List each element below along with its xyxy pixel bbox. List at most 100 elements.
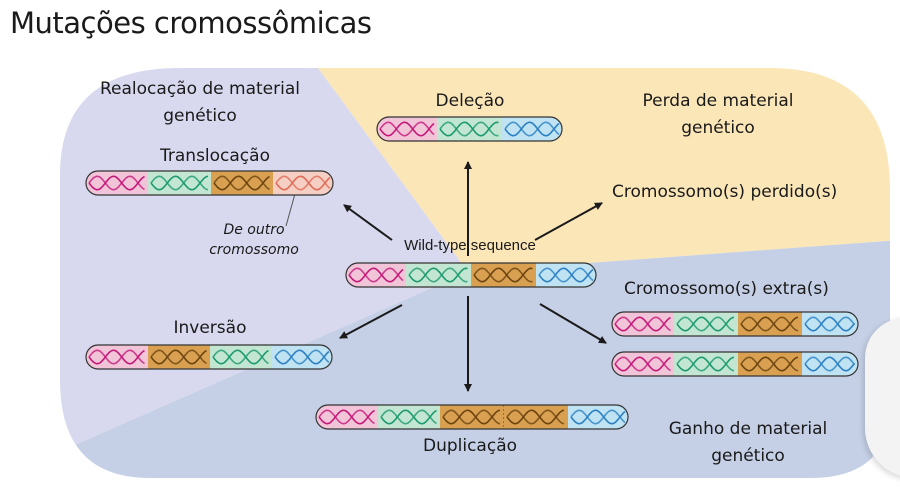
chromosome-wild-type xyxy=(345,262,597,288)
strand xyxy=(408,267,468,283)
strand xyxy=(88,349,145,365)
chromosome-extra-1 xyxy=(611,311,859,337)
label-ganho: Ganho de material genético xyxy=(668,419,828,466)
segment-b xyxy=(502,117,562,141)
strand xyxy=(676,356,735,372)
arrows xyxy=(285,161,607,392)
strand xyxy=(614,316,671,332)
label-delecao: Deleção xyxy=(435,91,505,111)
strand xyxy=(439,121,499,137)
segment-s xyxy=(273,171,333,195)
label-cromossomo-extra: Cromossomo(s) extra(s) xyxy=(624,279,829,299)
segment-g xyxy=(148,171,211,195)
strand xyxy=(212,349,269,365)
strand xyxy=(614,356,671,372)
strand xyxy=(570,409,626,425)
strand xyxy=(676,316,735,332)
segment-g xyxy=(406,263,471,287)
chromosome-delecao xyxy=(376,116,563,142)
segment-o xyxy=(504,405,568,429)
chromosomes xyxy=(85,116,859,430)
label-perda: Perda de material genético xyxy=(642,91,794,138)
label-realocacao: Realocação de material genético xyxy=(100,79,300,126)
segment-b xyxy=(802,312,858,336)
strand xyxy=(676,356,735,372)
segment-b xyxy=(802,352,858,376)
strand xyxy=(274,349,330,365)
strand xyxy=(570,409,626,425)
label-cromossomo-perdido: Cromossomo(s) perdido(s) xyxy=(612,182,838,202)
chromosome-extra-2 xyxy=(611,351,859,377)
strand xyxy=(442,409,501,425)
hand-overlay xyxy=(865,318,900,478)
strand xyxy=(538,267,594,283)
strand xyxy=(213,175,270,191)
strand xyxy=(379,121,435,137)
segment-p xyxy=(377,117,437,141)
strand xyxy=(348,267,404,283)
chromosome-inversao xyxy=(85,344,333,370)
strand xyxy=(212,349,269,365)
arrow-to-perdido xyxy=(534,202,603,241)
segment-o xyxy=(471,263,536,287)
strand xyxy=(275,175,331,191)
strand xyxy=(88,175,145,191)
region-perda xyxy=(268,68,890,272)
strand xyxy=(380,409,437,425)
strand xyxy=(504,121,560,137)
strand xyxy=(348,267,404,283)
chromosome-translocacao xyxy=(85,170,334,196)
strand xyxy=(804,316,856,332)
strand xyxy=(318,409,375,425)
strand xyxy=(88,349,145,365)
arrow-to-translocacao xyxy=(343,204,393,241)
strand xyxy=(504,121,560,137)
strand xyxy=(740,356,799,372)
segment-b xyxy=(568,405,628,429)
strand xyxy=(442,409,501,425)
strand xyxy=(614,356,671,372)
segment-o xyxy=(440,405,504,429)
segment-p xyxy=(346,263,406,287)
label-wild-type: Wild-type sequence xyxy=(404,237,536,254)
strand xyxy=(150,349,207,365)
strand xyxy=(740,316,799,332)
strand xyxy=(804,356,856,372)
page-title: Mutações cromossômicas xyxy=(10,6,372,40)
segment-g xyxy=(674,352,738,376)
strand xyxy=(614,316,671,332)
region-ganho xyxy=(60,240,890,478)
segment-b xyxy=(272,345,332,369)
strand xyxy=(506,409,565,425)
strand xyxy=(318,409,375,425)
strand xyxy=(150,175,209,191)
segment-o xyxy=(738,352,802,376)
label-inversao: Inversão xyxy=(173,318,247,338)
strand xyxy=(676,316,735,332)
segment-b xyxy=(536,263,596,287)
strand xyxy=(804,316,856,332)
segment-g xyxy=(674,312,738,336)
strand xyxy=(150,349,207,365)
strand xyxy=(506,409,565,425)
strand xyxy=(740,356,799,372)
strand xyxy=(275,175,331,191)
strand xyxy=(150,175,209,191)
label-duplicacao: Duplicação xyxy=(422,436,518,456)
strand xyxy=(538,267,594,283)
strand xyxy=(88,175,145,191)
arrow-to-extra xyxy=(539,303,607,344)
strand xyxy=(380,409,437,425)
arrow-to-inversao xyxy=(339,304,403,339)
strand xyxy=(740,316,799,332)
strand xyxy=(473,267,533,283)
label-translocacao: Translocação xyxy=(160,146,270,166)
label-de-outro-cromossomo: De outro cromossomo xyxy=(209,222,299,258)
segment-o xyxy=(738,312,802,336)
chromosome-duplicacao xyxy=(315,404,629,430)
strand xyxy=(379,121,435,137)
segment-g xyxy=(437,117,502,141)
strand xyxy=(274,349,330,365)
strand xyxy=(804,356,856,372)
